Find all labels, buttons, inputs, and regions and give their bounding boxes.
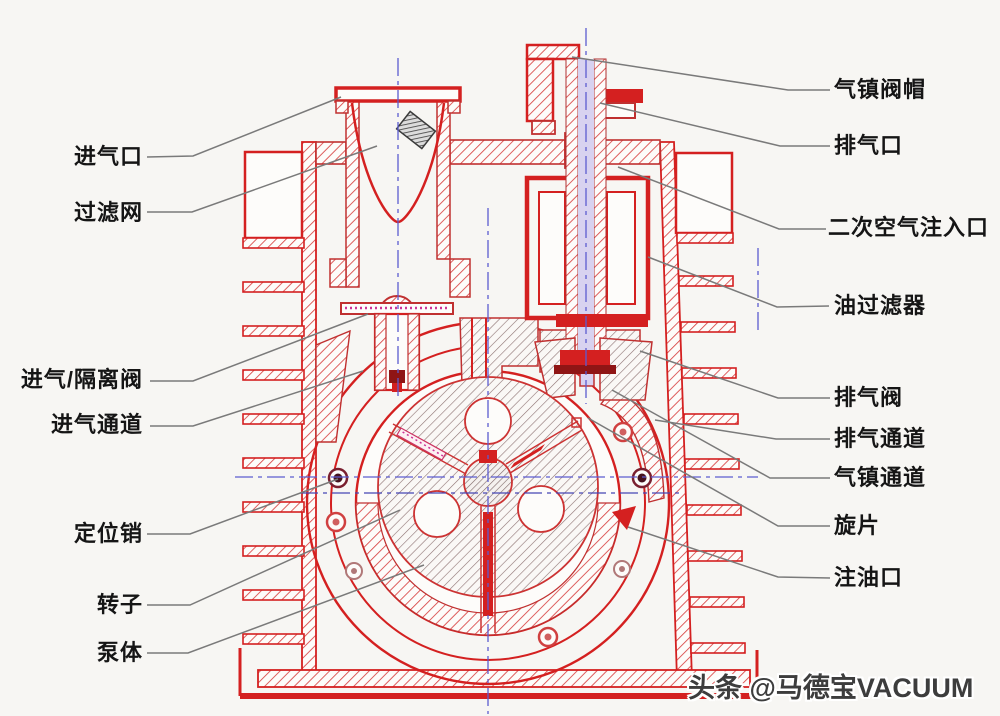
label-pump-body: 泵体 [96, 640, 143, 665]
label-inlet-port: 进气口 [73, 144, 143, 169]
centerlines [235, 28, 759, 714]
exhaust-assembly [524, 43, 653, 401]
leader-oil-filter [647, 256, 830, 308]
bottom-plate [257, 669, 751, 688]
locating-pin-left [327, 467, 349, 489]
vane-left [396, 427, 447, 461]
label-gas-ballast-channel: 气镇通道 [834, 465, 927, 490]
inlet-assembly [329, 86, 471, 392]
label-rotary-vane: 旋片 [834, 513, 881, 538]
leader-lines [146, 56, 831, 654]
leader-oil-fill-port [627, 526, 831, 579]
label-exhaust-valve: 排气阀 [834, 385, 904, 410]
leader-secondary-air-port [617, 166, 826, 230]
filter-mesh-symbol [395, 110, 437, 150]
label-secondary-air-injection-port: 二次空气注入口 [828, 215, 990, 240]
label-exhaust-port: 排气口 [834, 133, 904, 158]
leader-filter-screen [147, 145, 378, 213]
label-rotor: 转子 [96, 592, 143, 617]
exhaust-valve-stem [565, 58, 607, 387]
left-top-flange-box [243, 150, 304, 240]
bottom-crescent-chamber [355, 502, 621, 636]
leader-gas-ballast-channel [611, 389, 830, 479]
locating-pin-right [631, 467, 653, 489]
label-filter-screen: 过滤网 [73, 200, 143, 225]
leader-exhaust-channel [654, 419, 830, 440]
oil-fill-port [612, 506, 636, 530]
cooling-fins-left [242, 237, 305, 645]
leader-exhaust-port [599, 102, 830, 147]
leader-pump-body [147, 564, 425, 654]
vane-right [510, 444, 545, 469]
leader-gas-ballast-cap [571, 56, 830, 91]
label-oil-fill-port: 注油口 [834, 565, 904, 590]
label-gas-ballast-valve-cap: 气镇阀帽 [834, 77, 927, 102]
label-exhaust-channel: 排气通道 [834, 426, 927, 451]
leader-vane [587, 417, 830, 527]
watermark-text: 头条 @马德宝VACUUM [688, 673, 974, 703]
leader-inlet-isolation-valve [150, 313, 369, 382]
rotor-lightening-hole [413, 490, 461, 538]
exhaust-valve [534, 314, 653, 401]
leader-inlet-channel [150, 370, 364, 427]
bolt-holes [325, 421, 653, 648]
label-inlet-channel: 进气通道 [50, 412, 143, 437]
leader-locating-pin [147, 478, 339, 535]
leader-rotor [147, 509, 401, 606]
leader-inlet-port [146, 96, 342, 158]
inlet-isolation-valve [340, 295, 454, 392]
leader-exhaust-valve [639, 350, 830, 399]
rotor-lightening-hole [517, 485, 565, 533]
label-oil-filter: 油过滤器 [834, 293, 927, 318]
label-inlet-isolation-valve: 进气/隔离阀 [20, 367, 143, 392]
gas-ballast-valve-cap [525, 43, 581, 135]
label-locating-pin: 定位销 [73, 521, 143, 546]
